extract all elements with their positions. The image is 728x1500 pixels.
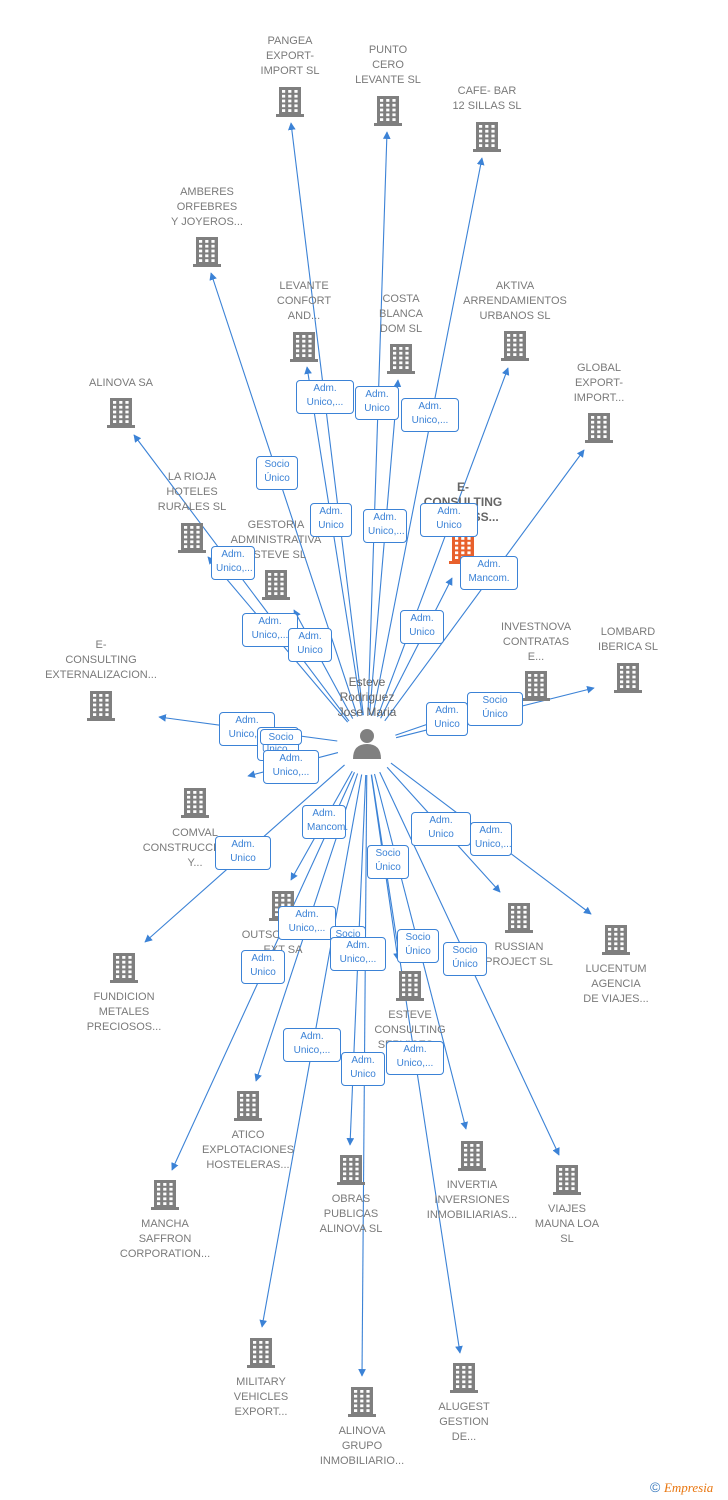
building-icon[interactable] bbox=[522, 671, 550, 701]
role-tag[interactable]: Socio Único bbox=[397, 929, 439, 963]
person-icon[interactable] bbox=[353, 729, 381, 759]
person-name[interactable]: Esteve Rodriguez Jose Maria bbox=[337, 675, 397, 719]
role-tag[interactable]: Adm. Unico,... bbox=[263, 750, 319, 784]
building-icon[interactable] bbox=[110, 953, 138, 983]
company-label[interactable]: ALINOVA GRUPO INMOBILIARIO... bbox=[319, 1425, 405, 1467]
role-tag[interactable]: Adm. Unico bbox=[215, 836, 271, 870]
building-icon[interactable] bbox=[602, 925, 630, 955]
company-label[interactable]: MANCHA SAFFRON CORPORATION... bbox=[119, 1218, 211, 1260]
company-label[interactable]: GLOBAL EXPORT- IMPORT... bbox=[573, 362, 625, 404]
company-label[interactable]: PANGEA EXPORT- IMPORT SL bbox=[260, 35, 320, 77]
company-label[interactable]: LUCENTUM AGENCIA DE VIAJES... bbox=[583, 963, 649, 1005]
role-tag[interactable]: Adm. Unico bbox=[420, 503, 478, 537]
role-tag[interactable]: Adm. Unico bbox=[400, 610, 444, 644]
role-tag[interactable]: Adm. Unico bbox=[426, 702, 468, 736]
role-tag[interactable]: Adm. Unico bbox=[241, 950, 285, 984]
role-tag[interactable]: Adm. Unico,... bbox=[363, 509, 407, 543]
role-tag[interactable]: Socio Único bbox=[256, 456, 298, 490]
brand-logo[interactable]: Empresia bbox=[663, 1480, 714, 1495]
company-label[interactable]: OBRAS PUBLICAS ALINOVA SL bbox=[319, 1193, 383, 1235]
role-tag[interactable]: Adm. Mancom. bbox=[460, 556, 518, 590]
building-icon[interactable] bbox=[553, 1165, 581, 1195]
copyright-icon: © bbox=[650, 1479, 661, 1495]
footer-credit: © Empresia bbox=[650, 1479, 713, 1496]
building-icon[interactable] bbox=[450, 1363, 478, 1393]
role-tag[interactable]: Adm. Unico,... bbox=[470, 822, 512, 856]
building-icon[interactable] bbox=[234, 1091, 262, 1121]
company-label[interactable]: RUSSIAN PROJECT SL bbox=[485, 941, 553, 968]
role-tag[interactable]: Socio Único bbox=[443, 942, 487, 976]
building-icon[interactable] bbox=[107, 398, 135, 428]
edge-line bbox=[304, 366, 363, 716]
building-icon[interactable] bbox=[348, 1387, 376, 1417]
building-icon[interactable] bbox=[276, 87, 304, 117]
role-tag[interactable]: Adm. Unico bbox=[411, 812, 471, 846]
company-label[interactable]: VIAJES MAUNA LOA SL bbox=[534, 1203, 600, 1245]
role-tag[interactable]: Adm. Unico,... bbox=[296, 380, 354, 414]
company-label[interactable]: AKTIVA ARRENDAMIENTOS URBANOS SL bbox=[463, 280, 567, 322]
company-label[interactable]: LA RIOJA HOTELES RURALES SL bbox=[157, 471, 227, 513]
role-tag[interactable]: Socio Único bbox=[467, 692, 523, 726]
building-icon[interactable] bbox=[247, 1338, 275, 1368]
building-icon[interactable] bbox=[374, 96, 402, 126]
role-tag[interactable]: Adm. Unico,... bbox=[211, 546, 255, 580]
edge-line bbox=[380, 577, 453, 719]
company-label[interactable]: FUNDICION METALES PRECIOSOS... bbox=[86, 991, 162, 1033]
building-icon[interactable] bbox=[473, 122, 501, 152]
company-label[interactable]: GESTORIA ADMINISTRATIVA ESTEVE SL bbox=[230, 519, 322, 561]
role-tag[interactable]: Socio bbox=[260, 729, 302, 745]
building-icon[interactable] bbox=[193, 237, 221, 267]
edge-line bbox=[368, 379, 402, 716]
edge-line bbox=[376, 367, 510, 718]
company-label[interactable]: COSTA BLANCA DOM SL bbox=[378, 293, 424, 335]
company-label[interactable]: INVESTNOVA CONTRATAS E... bbox=[500, 621, 572, 663]
building-icon[interactable] bbox=[585, 413, 613, 443]
company-label[interactable]: MILITARY VEHICLES EXPORT... bbox=[233, 1376, 289, 1418]
role-tag[interactable]: Adm. Unico bbox=[288, 628, 332, 662]
building-icon[interactable] bbox=[87, 691, 115, 721]
company-label[interactable]: CAFE- BAR 12 SILLAS SL bbox=[452, 85, 522, 112]
role-tag[interactable]: Adm. Unico bbox=[310, 503, 352, 537]
building-icon[interactable] bbox=[458, 1141, 486, 1171]
building-icon[interactable] bbox=[290, 332, 318, 362]
role-tag[interactable]: Adm. Unico bbox=[341, 1052, 385, 1086]
role-tag[interactable]: Adm. Mancom. bbox=[302, 805, 348, 839]
building-icon[interactable] bbox=[178, 523, 206, 553]
edge-line bbox=[288, 122, 364, 716]
role-tag[interactable]: Adm. Unico bbox=[355, 386, 399, 420]
company-label[interactable]: LEVANTE CONFORT AND... bbox=[276, 280, 332, 322]
company-label[interactable]: ATICO EXPLOTACIONES HOSTELERAS... bbox=[201, 1129, 295, 1171]
building-icon[interactable] bbox=[505, 903, 533, 933]
role-tag[interactable]: Adm. Unico,... bbox=[401, 398, 459, 432]
building-icon[interactable] bbox=[337, 1155, 365, 1185]
building-icon[interactable] bbox=[387, 344, 415, 374]
company-label[interactable]: PUNTO CERO LEVANTE SL bbox=[355, 44, 421, 86]
building-icon[interactable] bbox=[181, 788, 209, 818]
building-icon[interactable] bbox=[151, 1180, 179, 1210]
role-tag[interactable]: Socio Único bbox=[367, 845, 409, 879]
edge-line bbox=[367, 131, 391, 716]
edge-line bbox=[209, 272, 359, 717]
role-tag[interactable]: Adm. Unico,... bbox=[386, 1041, 444, 1075]
role-tag[interactable]: Adm. Unico,... bbox=[278, 906, 336, 940]
company-label[interactable]: LOMBARD IBERICA SL bbox=[598, 626, 658, 653]
building-icon[interactable] bbox=[262, 570, 290, 600]
building-icon[interactable] bbox=[614, 663, 642, 693]
company-label[interactable]: ALUGEST GESTION DE... bbox=[438, 1401, 490, 1443]
node-layer bbox=[87, 87, 642, 1417]
company-label[interactable]: INVERTIA INVERSIONES INMOBILIARIAS... bbox=[426, 1179, 518, 1221]
building-icon[interactable] bbox=[396, 971, 424, 1001]
company-label[interactable]: ALINOVA SA bbox=[89, 377, 153, 389]
company-label[interactable]: AMBERES ORFEBRES Y JOYEROS... bbox=[171, 186, 243, 228]
role-tag[interactable]: Adm. Unico,... bbox=[283, 1028, 341, 1062]
edge-line bbox=[372, 157, 485, 716]
role-tag[interactable]: Adm. Unico,... bbox=[330, 937, 386, 971]
company-label[interactable]: E- CONSULTING EXTERNALIZACION... bbox=[45, 639, 157, 681]
building-icon[interactable] bbox=[501, 331, 529, 361]
